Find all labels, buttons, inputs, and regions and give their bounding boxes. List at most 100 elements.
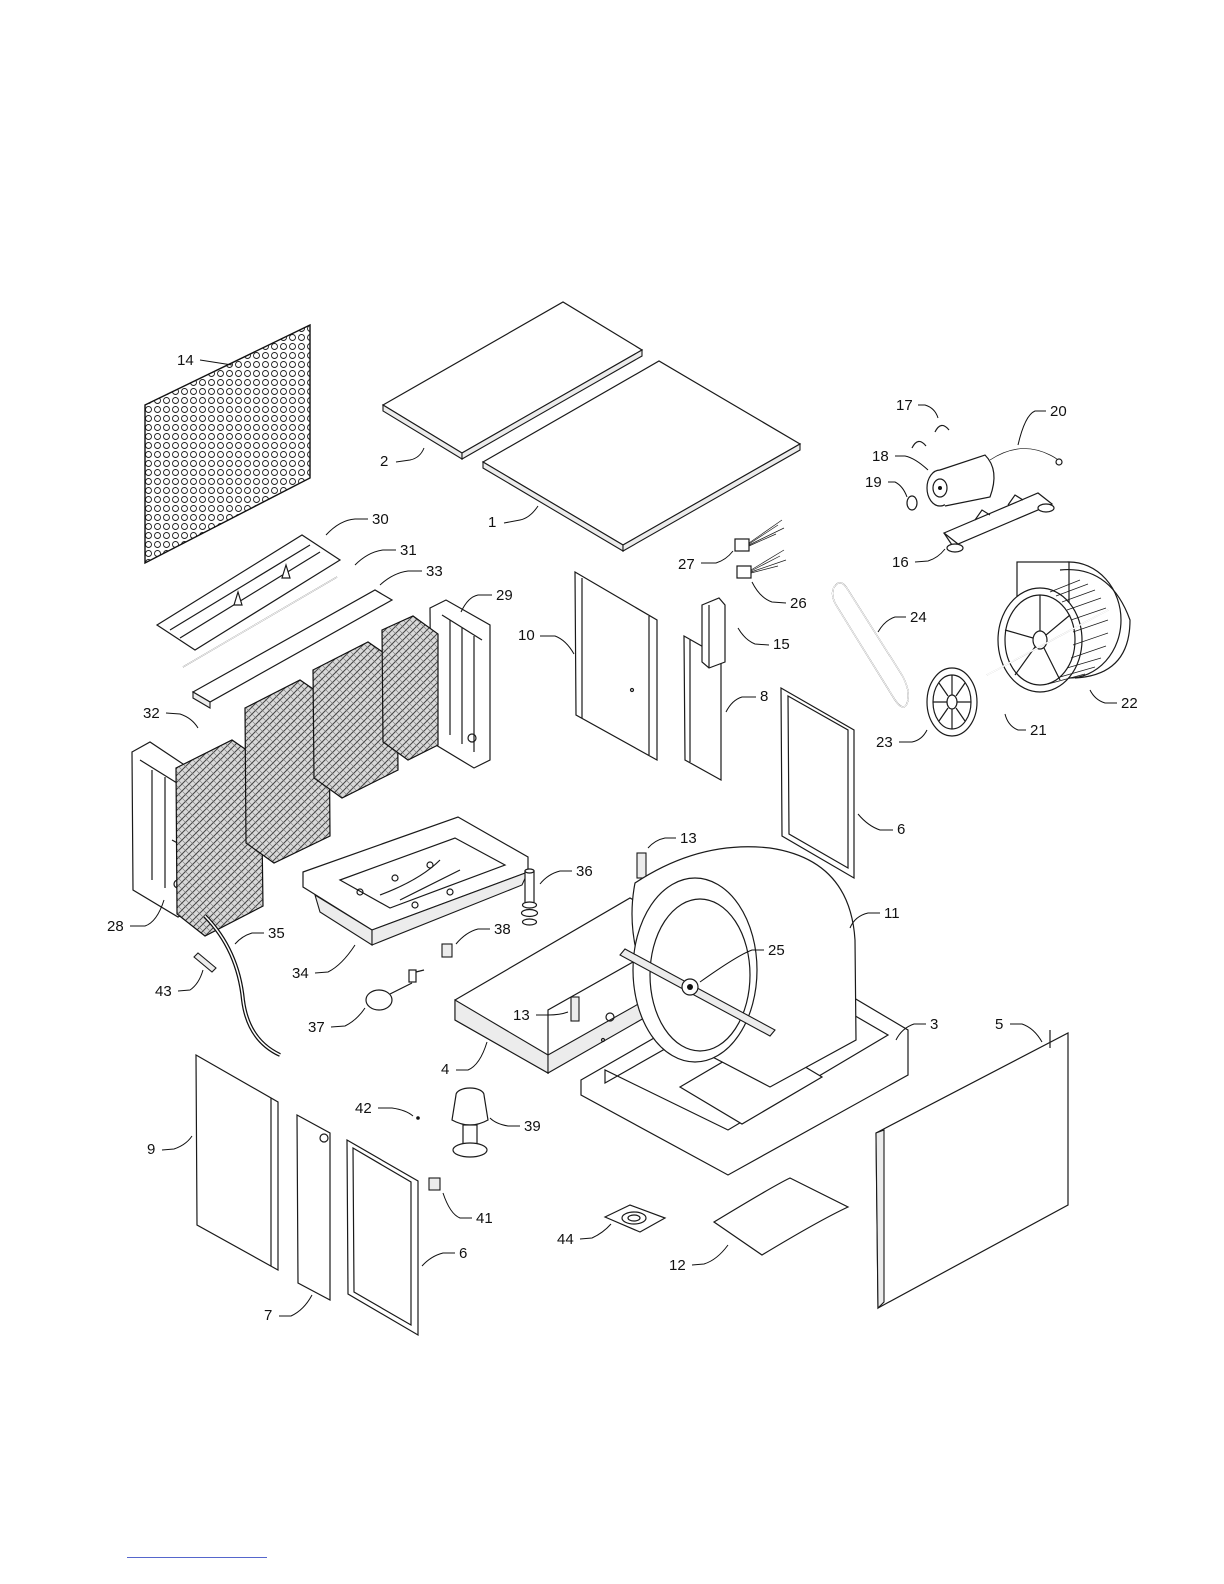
callout-2: 2 [380,448,424,470]
callout-11: 11 [850,905,900,928]
callout-19: 19 [865,474,907,497]
svg-text:11: 11 [884,905,900,922]
callout-26: 26 [752,582,807,612]
bracket-part-15 [702,598,725,668]
perforated-grille-part [145,325,310,563]
svg-text:2: 2 [380,453,388,470]
callout-17: 17 [896,397,938,418]
svg-text:31: 31 [400,542,417,559]
bracket-part-13-lower [571,997,579,1021]
callout-36: 36 [540,863,593,884]
bracket-part-41 [429,1178,440,1190]
svg-text:33: 33 [426,563,443,580]
svg-text:25: 25 [768,942,785,959]
svg-text:37: 37 [308,1019,325,1036]
svg-text:1: 1 [488,514,496,531]
svg-text:14: 14 [177,352,194,369]
svg-text:26: 26 [790,595,807,612]
callout-10: 10 [518,627,574,654]
callout-15: 15 [738,628,790,653]
svg-text:12: 12 [669,1257,686,1274]
access-panel-part-6-lower [347,1140,418,1335]
callout-24: 24 [878,609,927,632]
svg-text:7: 7 [264,1307,272,1324]
svg-text:38: 38 [494,921,511,938]
motor-part-18 [927,455,994,506]
callout-12: 12 [669,1245,728,1274]
receptacle-part-44 [605,1205,665,1232]
callout-29: 29 [461,587,513,612]
svg-text:18: 18 [872,448,889,465]
float-valve-part [366,970,424,1010]
svg-text:10: 10 [518,627,535,644]
side-panel-part-10 [575,572,657,760]
callout-9: 9 [147,1136,192,1158]
pad-frame-part-29 [430,600,490,768]
callout-6-lower: 6 [422,1245,467,1266]
callout-18: 18 [872,448,928,470]
belt-part-24 [832,583,908,707]
svg-text:17: 17 [896,397,913,414]
svg-text:6: 6 [897,821,905,838]
callout-43: 43 [155,970,203,1000]
svg-text:41: 41 [476,1210,493,1227]
callout-35: 35 [235,925,285,944]
svg-text:20: 20 [1050,403,1067,420]
svg-text:3: 3 [930,1016,938,1033]
callout-41: 41 [443,1193,493,1227]
svg-text:19: 19 [865,474,882,491]
svg-text:9: 9 [147,1141,155,1158]
footer-rule [127,1557,267,1558]
svg-text:4: 4 [441,1061,449,1078]
blower-pulley-part-23 [927,668,977,736]
callout-4: 4 [441,1042,487,1078]
callout-32: 32 [143,705,198,728]
callout-31: 31 [355,542,417,565]
callout-21: 21 [1005,714,1047,739]
callout-37: 37 [308,1008,365,1036]
svg-text:21: 21 [1030,722,1047,739]
svg-text:44: 44 [557,1231,574,1248]
callout-42: 42 [355,1100,413,1117]
svg-text:16: 16 [892,554,909,571]
callout-33: 33 [380,563,443,585]
callout-30: 30 [326,511,389,535]
svg-text:15: 15 [773,636,790,653]
strip-part [194,953,216,972]
svg-text:36: 36 [576,863,593,880]
svg-text:8: 8 [760,688,768,705]
svg-text:22: 22 [1121,695,1138,712]
water-pump-part-39 [452,1088,488,1157]
svg-text:27: 27 [678,556,695,573]
svg-text:13: 13 [680,830,697,847]
svg-text:35: 35 [268,925,285,942]
corner-panel-part-7 [297,1115,330,1300]
screw-part-42 [416,1116,420,1120]
callout-34: 34 [292,945,355,982]
pulley-part-19 [907,496,917,510]
svg-text:43: 43 [155,983,172,1000]
callout-27: 27 [678,551,733,573]
svg-text:6: 6 [459,1245,467,1262]
callout-28: 28 [107,900,164,935]
callout-23: 23 [876,730,927,751]
svg-text:29: 29 [496,587,513,604]
access-panel-part-6-upper [781,688,854,878]
callout-8: 8 [726,688,768,712]
callout-38: 38 [456,921,511,944]
callout-44: 44 [557,1224,611,1248]
side-panel-part-9 [196,1055,278,1270]
wire-connector-part-26 [737,550,786,578]
callout-5: 5 [995,1016,1042,1042]
svg-text:39: 39 [524,1118,541,1135]
clip-part [442,944,452,957]
motor-clamp-part-17 [912,425,949,448]
svg-text:24: 24 [910,609,927,626]
callout-13-upper: 13 [648,830,697,848]
callout-20: 20 [1018,403,1067,445]
callout-1: 1 [488,506,538,531]
deflector-plate-part-12 [714,1178,848,1255]
svg-text:13: 13 [513,1007,530,1024]
wire-connector-part-27 [735,520,784,551]
callout-39: 39 [490,1118,541,1135]
